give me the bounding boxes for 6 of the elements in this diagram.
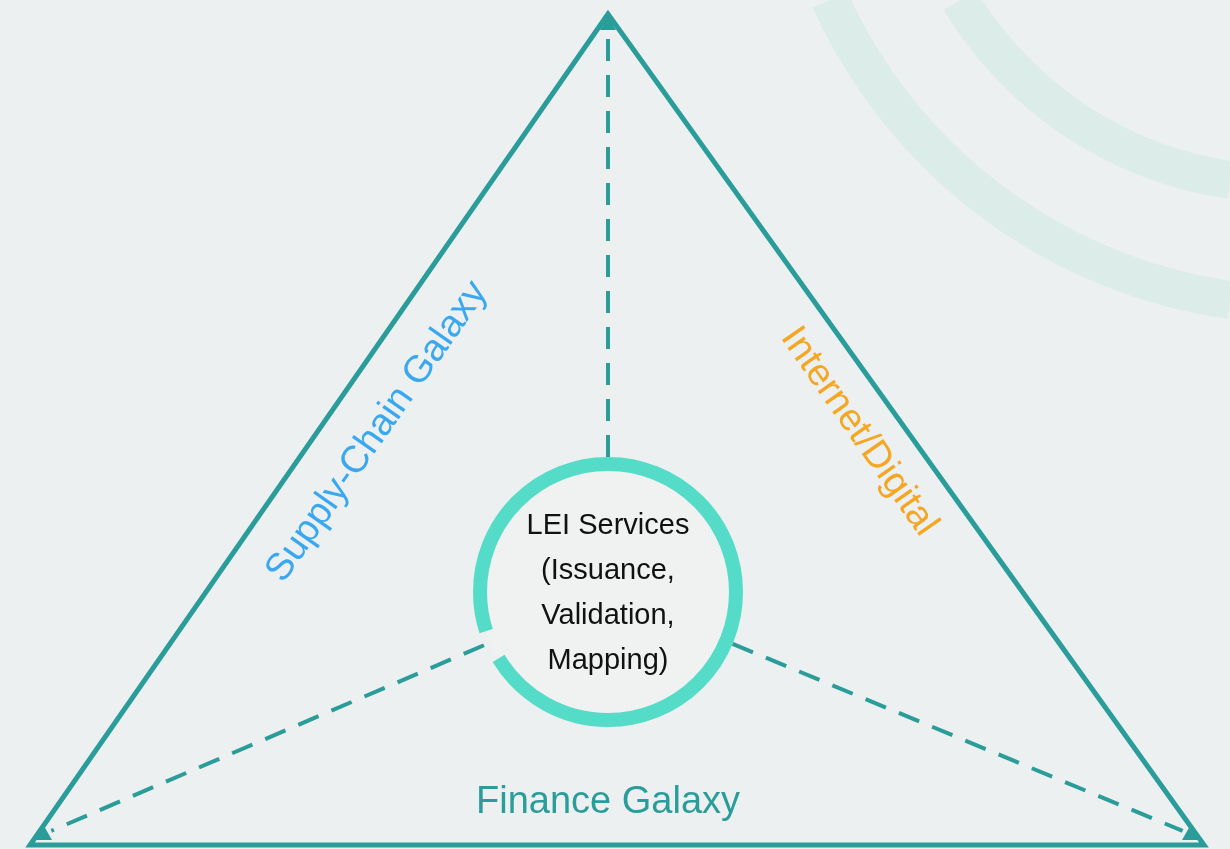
side-label: Finance Galaxy: [476, 778, 740, 822]
vertex-marker: [1182, 826, 1198, 840]
circle-node: [473, 457, 743, 727]
vertex-marker: [36, 826, 52, 840]
vertex-marker: [600, 16, 616, 30]
node-label: LEI Services (Issuance, Validation, Mapping): [525, 507, 691, 677]
